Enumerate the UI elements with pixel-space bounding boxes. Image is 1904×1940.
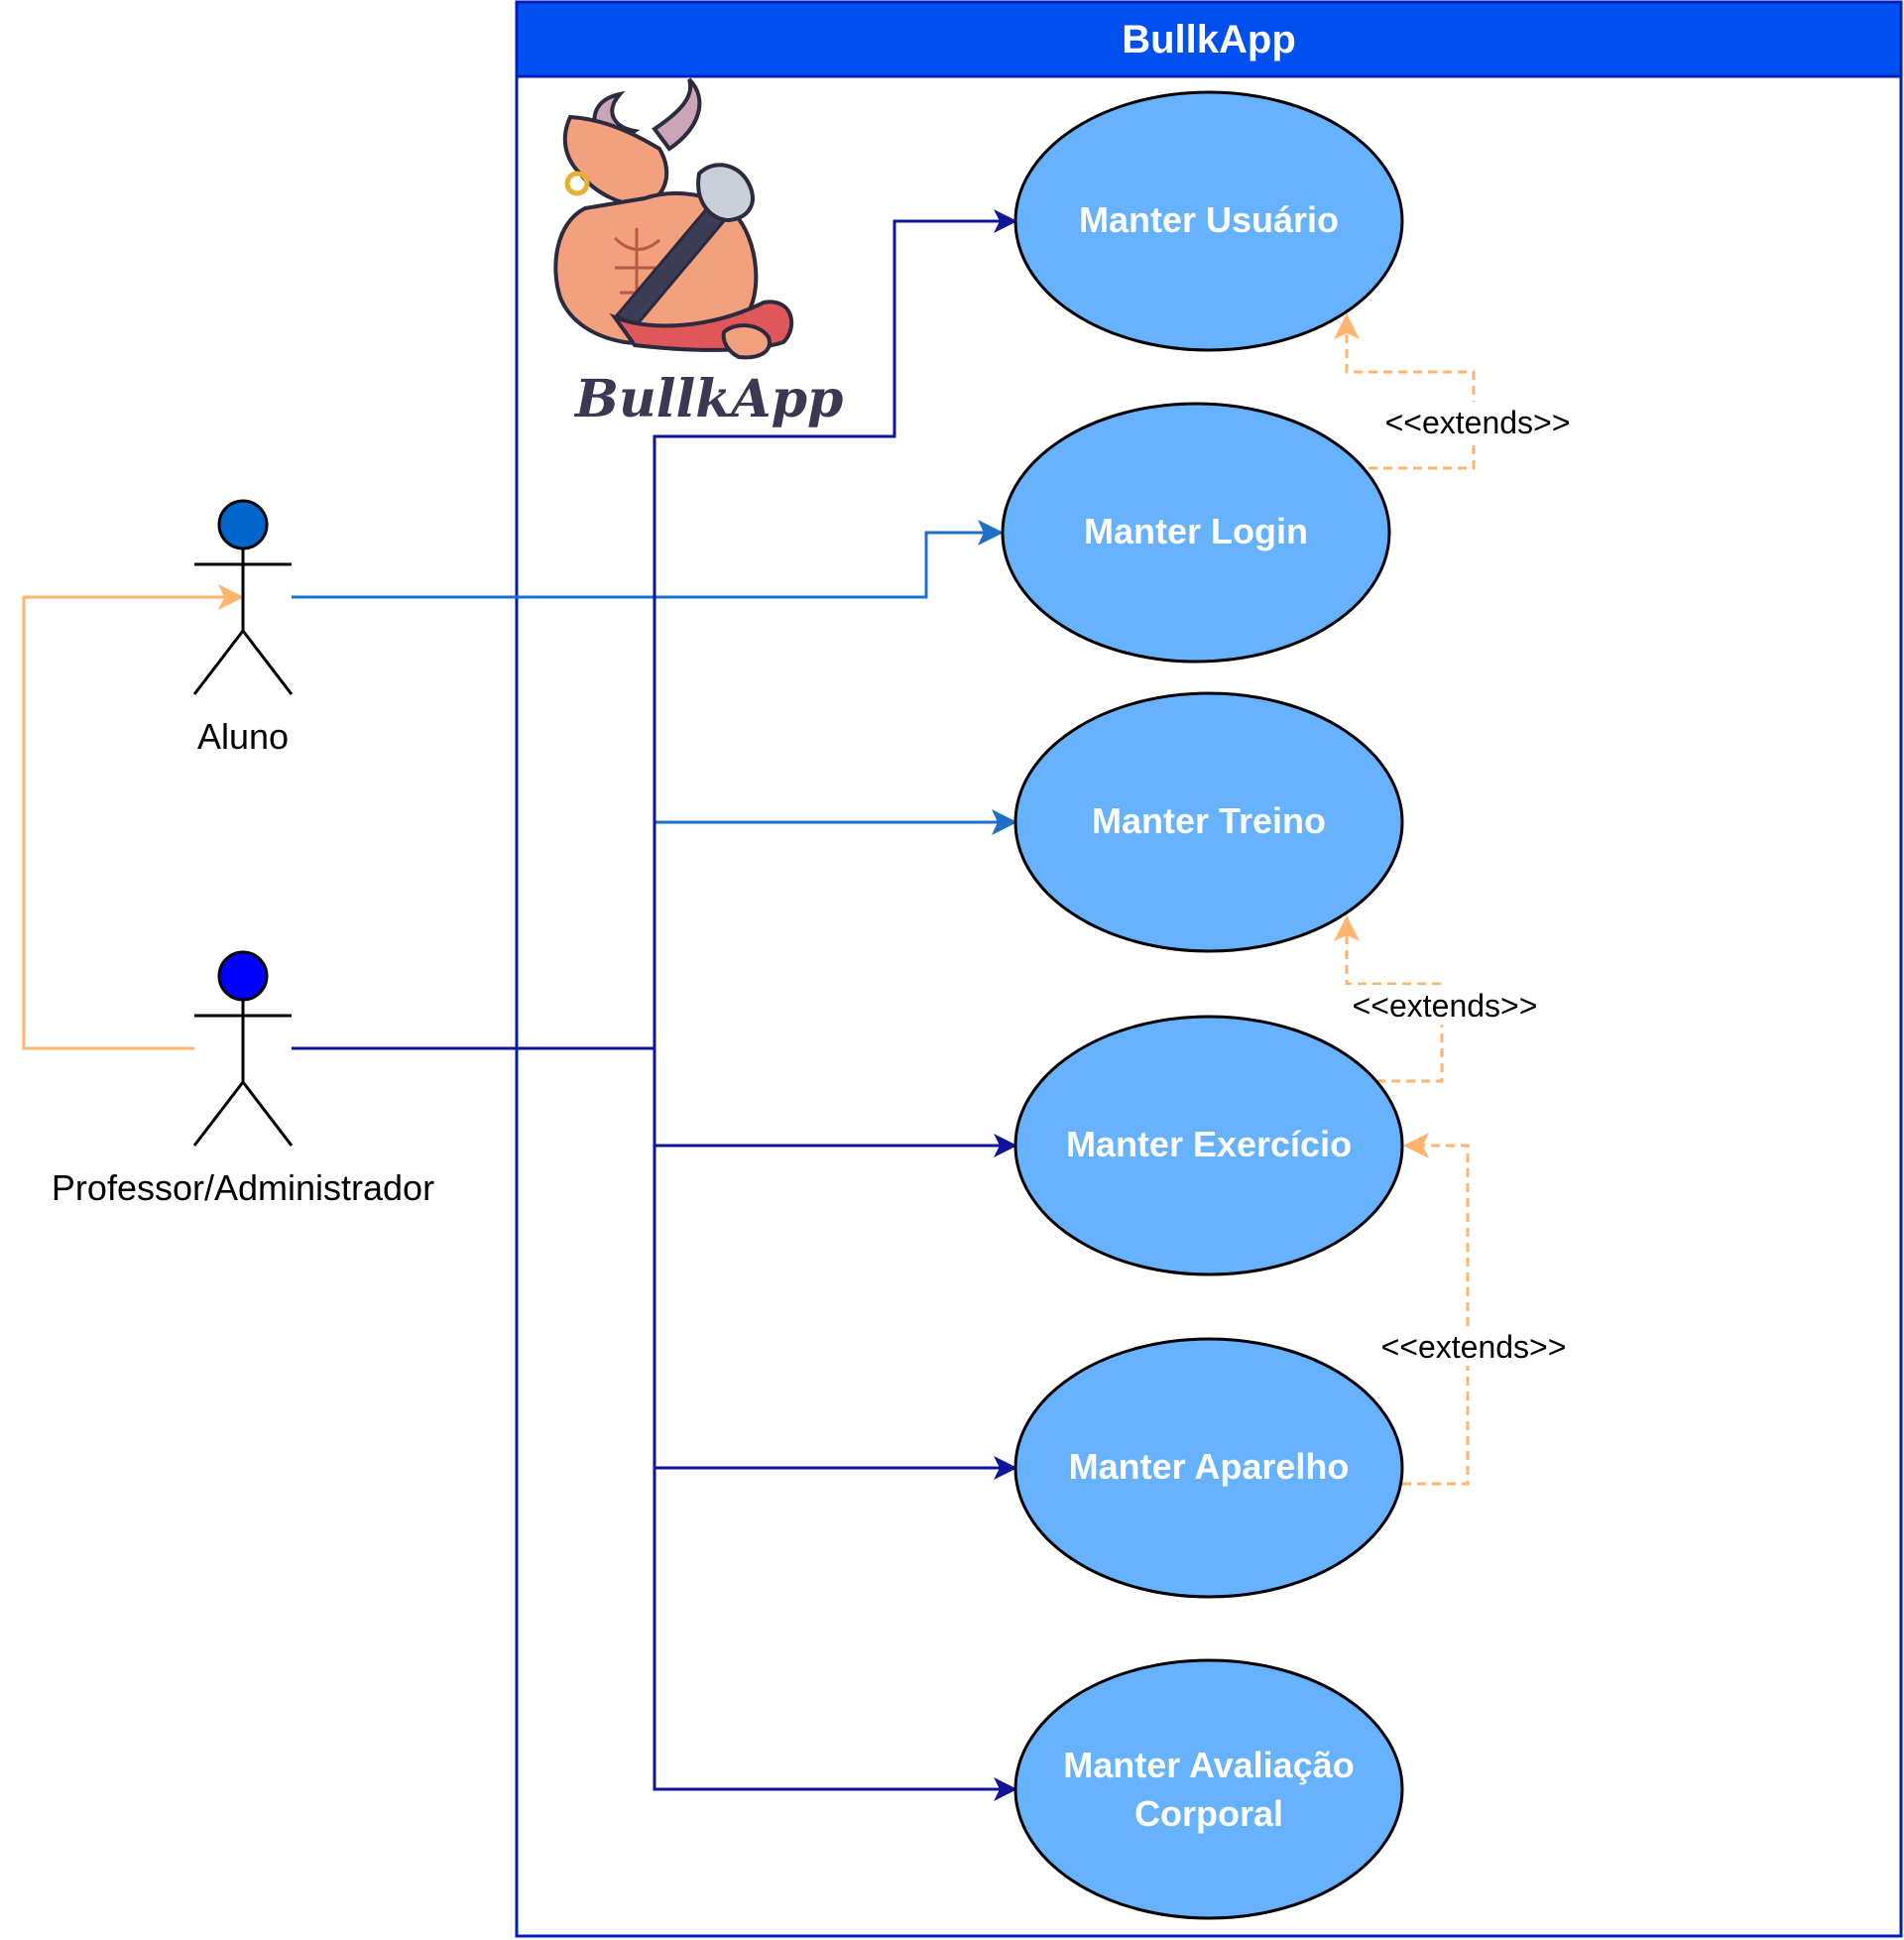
system-title: BullkApp (1122, 18, 1296, 61)
professor-associations (292, 209, 1017, 1801)
generalization-link (22, 584, 244, 1050)
actor-head (217, 950, 269, 1002)
actor-head (217, 499, 269, 550)
system-header (515, 0, 1903, 78)
logo-wordmark: BullkApp (573, 369, 843, 429)
use-case-label: Manter Treino (1092, 800, 1326, 841)
use-case-manter-treino[interactable]: Manter Treino (1013, 691, 1404, 953)
extends-label: <<extends>> (1353, 988, 1538, 1024)
actor-label: Aluno (197, 716, 289, 757)
aluno-to-login-link (292, 520, 1004, 599)
use-case-manter-login[interactable]: Manter Login (1001, 402, 1391, 664)
extends-links (1334, 313, 1476, 1486)
professor-to-avaliacao-link (653, 1468, 1017, 1801)
bull-mascot-icon: BullkApp (553, 77, 843, 429)
actor-aluno[interactable]: Aluno (192, 499, 294, 757)
use-case-manter-usuario[interactable]: Manter Usuário (1013, 90, 1404, 352)
extends-label: <<extends>> (1385, 405, 1571, 440)
use-case-manter-aparelho[interactable]: Manter Aparelho (1013, 1337, 1404, 1599)
use-case-label: Manter Aparelho (1069, 1446, 1350, 1487)
professor-to-usuario-link (292, 209, 1017, 1050)
use-case-label: Manter Login (1084, 511, 1308, 551)
use-case-manter-exercicio[interactable]: Manter Exercício (1013, 1015, 1404, 1276)
actor-professor-administrador[interactable]: Professor/Administrador (52, 950, 434, 1208)
use-case-label: Manter Usuário (1079, 199, 1339, 240)
actor-label: Professor/Administrador (52, 1167, 434, 1208)
extends-aparelho-exercicio-link (1402, 1133, 1470, 1486)
use-case-label: Manter Exercício (1066, 1124, 1352, 1164)
extends-login-usuario-link (1334, 313, 1476, 470)
extends-label: <<extends>> (1381, 1329, 1567, 1365)
